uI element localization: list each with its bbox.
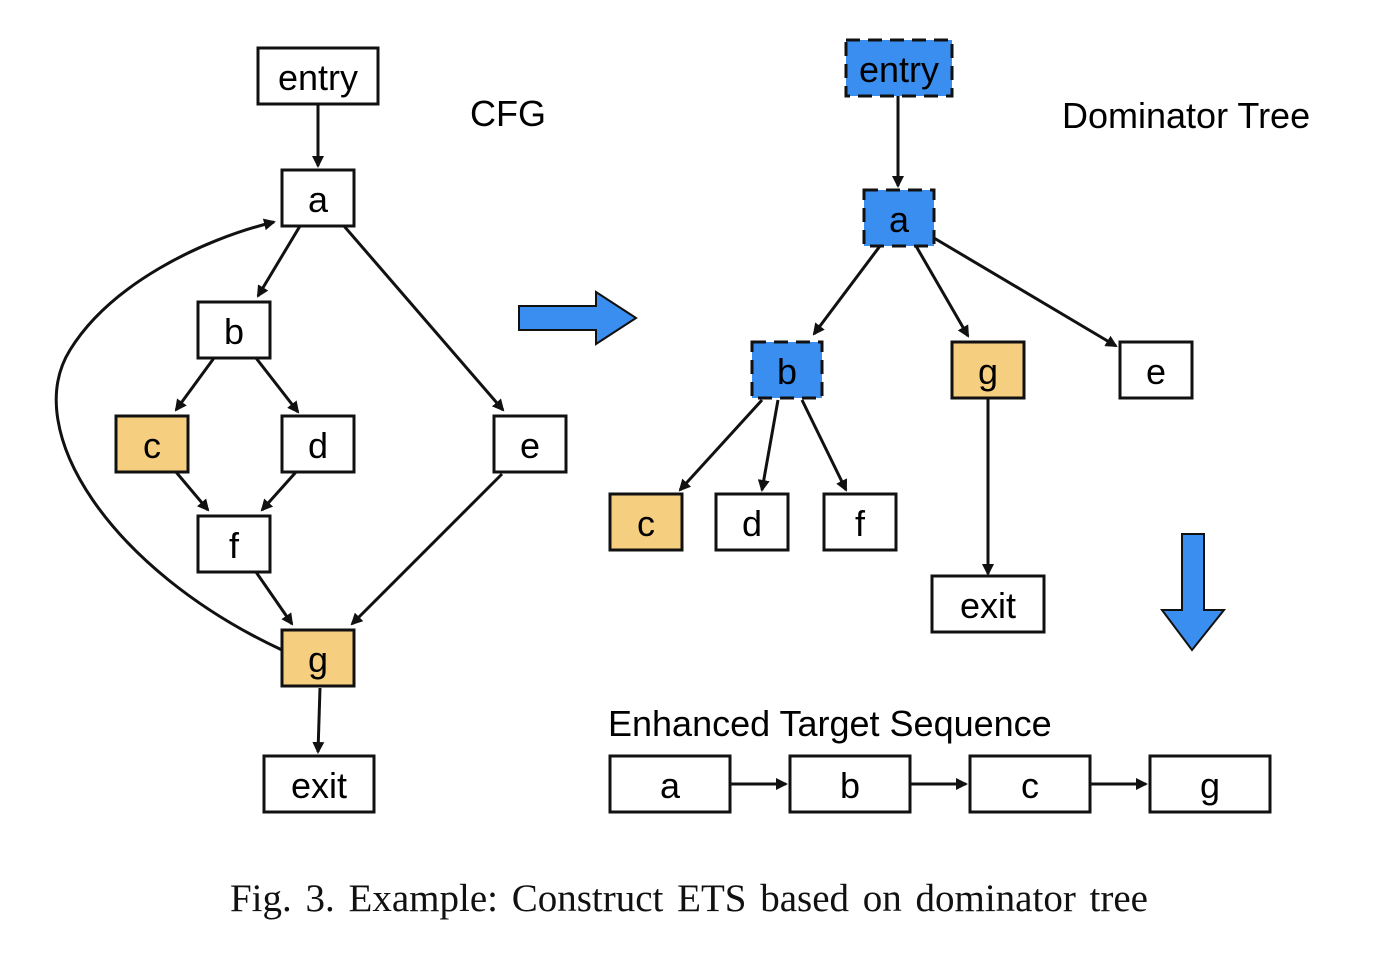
ets-title: Enhanced Target Sequence <box>608 703 1052 744</box>
cfg-node-c: c <box>114 414 190 474</box>
dt-node-b: b <box>750 340 824 400</box>
svg-text:e: e <box>520 425 540 466</box>
dominator-tree-title: Dominator Tree <box>1062 95 1310 136</box>
svg-text:c: c <box>143 425 161 466</box>
dt-node-entry: entry <box>844 38 954 98</box>
svg-text:entry: entry <box>278 57 358 98</box>
svg-text:b: b <box>840 765 860 806</box>
svg-text:f: f <box>229 525 240 566</box>
dt-edge-a-e <box>933 236 1118 348</box>
ets-sequence: Enhanced Target Sequence a b c g <box>608 703 1272 814</box>
cfg-node-d: d <box>280 414 356 474</box>
dominator-tree-graph: Dominator Tree entry a b g <box>608 38 1310 634</box>
dominator-tree-edges <box>678 96 1118 576</box>
cfg-edge-d-f <box>260 470 298 512</box>
cfg-node-f: f <box>196 514 272 574</box>
svg-text:g: g <box>1200 765 1220 806</box>
dt-edge-b-f <box>800 399 848 492</box>
svg-text:exit: exit <box>960 585 1016 626</box>
cfg-node-g: g <box>280 628 356 688</box>
dt-edge-a-g <box>914 245 970 338</box>
dt-node-c: c <box>608 492 684 552</box>
dt-node-exit: exit <box>930 574 1046 634</box>
svg-text:e: e <box>1146 351 1166 392</box>
cfg-edge-f-g <box>254 571 294 626</box>
cfg-edge-b-c <box>174 357 216 412</box>
svg-text:d: d <box>742 503 762 544</box>
cfg-edge-g-a-loop <box>54 218 283 652</box>
cfg-node-exit: exit <box>262 754 376 814</box>
dt-edge-b-c <box>678 398 764 492</box>
svg-text:a: a <box>660 765 681 806</box>
cfg-graph: CFG entry a b <box>54 46 568 814</box>
svg-text:a: a <box>889 199 910 240</box>
ets-item-1: a <box>608 754 732 814</box>
dt-node-e: e <box>1118 340 1194 400</box>
cfg-edge-e-g <box>350 472 504 626</box>
svg-text:b: b <box>777 351 797 392</box>
svg-text:g: g <box>978 351 998 392</box>
ets-item-4: g <box>1148 754 1272 814</box>
cfg-edge-a-b <box>256 225 302 298</box>
svg-text:c: c <box>637 503 655 544</box>
figure-caption: Fig. 3. Example: Construct ETS based on … <box>229 877 1148 920</box>
cfg-node-b: b <box>196 300 272 360</box>
dt-edge-b-d <box>757 399 780 492</box>
svg-text:exit: exit <box>291 765 347 806</box>
dt-node-g: g <box>950 340 1026 400</box>
cfg-node-e: e <box>492 414 568 474</box>
cfg-edge-g-exit <box>312 687 325 754</box>
svg-text:a: a <box>308 179 329 220</box>
cfg-node-entry: entry <box>256 46 380 106</box>
ets-item-3: c <box>968 754 1092 814</box>
ets-item-2: b <box>788 754 912 814</box>
svg-text:c: c <box>1021 765 1039 806</box>
svg-text:b: b <box>224 311 244 352</box>
cfg-edges <box>54 104 505 754</box>
svg-text:f: f <box>855 503 866 544</box>
transform-arrow-down-icon <box>1160 533 1227 652</box>
svg-text:d: d <box>308 425 328 466</box>
cfg-edge-b-d <box>254 357 300 414</box>
svg-text:entry: entry <box>859 49 939 90</box>
cfg-edge-a-e <box>342 225 505 412</box>
cfg-edge-c-f <box>174 471 210 512</box>
transform-arrow-right-icon <box>518 290 638 346</box>
svg-text:g: g <box>308 639 328 680</box>
dt-node-a: a <box>862 188 936 248</box>
dt-edge-a-b <box>812 245 882 336</box>
dt-node-d: d <box>714 492 790 552</box>
cfg-title: CFG <box>470 93 546 134</box>
cfg-node-a: a <box>280 168 356 228</box>
dt-node-f: f <box>822 492 898 552</box>
